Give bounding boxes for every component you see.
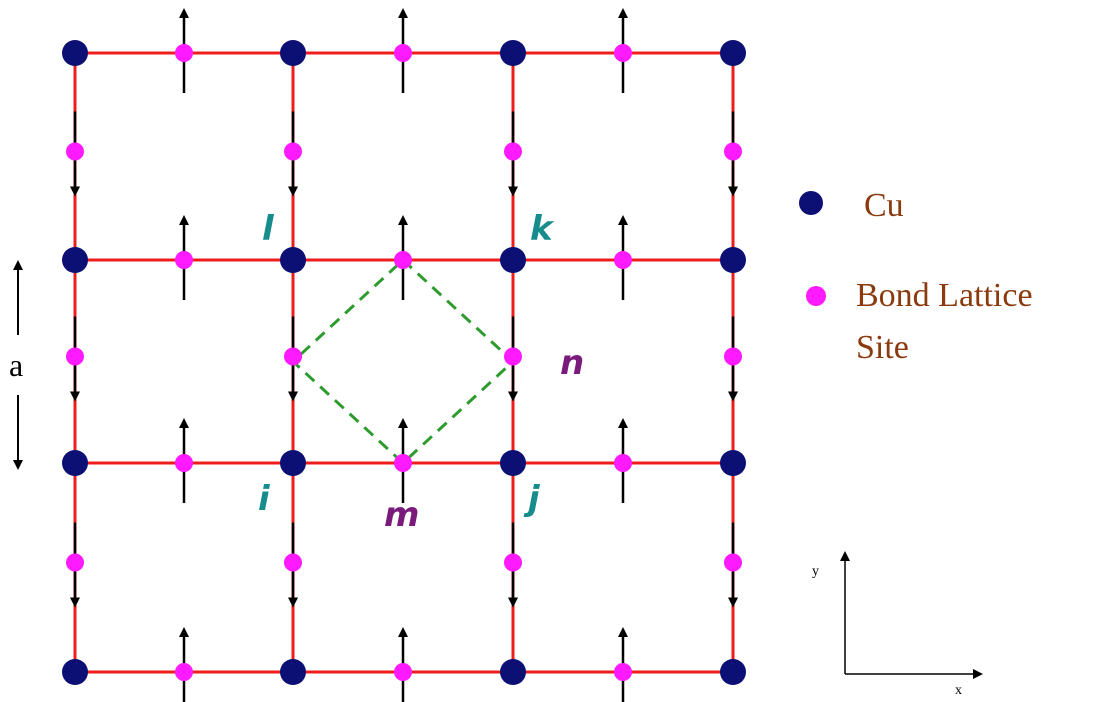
- legend: Cu Bond Lattice Site: [799, 187, 1033, 366]
- bond-site-h-2-0: [175, 454, 193, 472]
- spin-arrows: [70, 8, 738, 702]
- bond-site-v-0-0: [66, 142, 84, 161]
- site-label-n: n: [560, 343, 584, 383]
- bond-site-v-1-3: [724, 347, 742, 366]
- cu-site-1-1: [280, 247, 306, 273]
- cu-site-0-2: [500, 40, 526, 66]
- bond-site-h-0-0: [175, 44, 193, 62]
- coordinate-axes: y x: [812, 551, 983, 698]
- bond-site-h-0-2: [614, 44, 632, 62]
- bond-site-v-1-2: [504, 347, 522, 366]
- bond-site-h-1-2: [614, 251, 632, 269]
- cu-site-0-3: [720, 40, 746, 66]
- bond-site-v-2-0: [66, 553, 84, 572]
- x-axis-label: x: [955, 683, 962, 698]
- cu-site-2-0: [62, 450, 88, 476]
- cu-site-1-0: [62, 247, 88, 273]
- legend-bond-site-label-line1: Bond Lattice: [856, 277, 1033, 314]
- legend-bond-site-label-line2: Site: [856, 329, 909, 366]
- bond-site-v-1-1: [284, 347, 302, 366]
- cu-sites: [62, 40, 746, 685]
- cu-site-2-1: [280, 450, 306, 476]
- y-axis-label: y: [812, 564, 819, 579]
- cu-site-3-2: [500, 659, 526, 685]
- bond-site-h-1-1: [394, 251, 412, 269]
- cu-site-3-0: [62, 659, 88, 685]
- legend-bond-site-marker: [806, 286, 826, 306]
- bond-site-v-2-1: [284, 553, 302, 572]
- bond-site-h-3-1: [394, 663, 412, 681]
- cu-site-1-2: [500, 247, 526, 273]
- bond-site-h-0-1: [394, 44, 412, 62]
- bond-lattice-sites: [66, 44, 742, 681]
- cu-site-3-1: [280, 659, 306, 685]
- cu-site-1-3: [720, 247, 746, 273]
- legend-cu-marker: [799, 191, 823, 215]
- bond-site-v-0-1: [284, 142, 302, 161]
- site-label-l: l: [262, 209, 275, 249]
- site-label-i: i: [258, 479, 271, 519]
- bond-site-h-3-0: [175, 663, 193, 681]
- bond-site-h-2-2: [614, 454, 632, 472]
- site-label-m: m: [384, 495, 419, 535]
- cu-site-3-3: [720, 659, 746, 685]
- bond-site-v-2-2: [504, 553, 522, 572]
- bond-site-v-0-2: [504, 142, 522, 161]
- lattice-constant-label: a: [9, 347, 23, 383]
- lattice-constant-indicator: a: [9, 260, 23, 470]
- cu-site-2-2: [500, 450, 526, 476]
- bond-site-h-1-0: [175, 251, 193, 269]
- cu-site-2-3: [720, 450, 746, 476]
- site-label-k: k: [530, 209, 555, 249]
- bond-site-h-3-2: [614, 663, 632, 681]
- cu-site-0-1: [280, 40, 306, 66]
- site-label-j: j: [523, 479, 541, 519]
- bond-site-v-1-0: [66, 347, 84, 366]
- legend-cu-label: Cu: [864, 187, 904, 224]
- bond-lines: [73, 51, 735, 674]
- bond-site-v-0-3: [724, 142, 742, 161]
- bond-site-h-2-1: [394, 454, 412, 472]
- cu-site-0-0: [62, 40, 88, 66]
- bond-site-v-2-3: [724, 553, 742, 572]
